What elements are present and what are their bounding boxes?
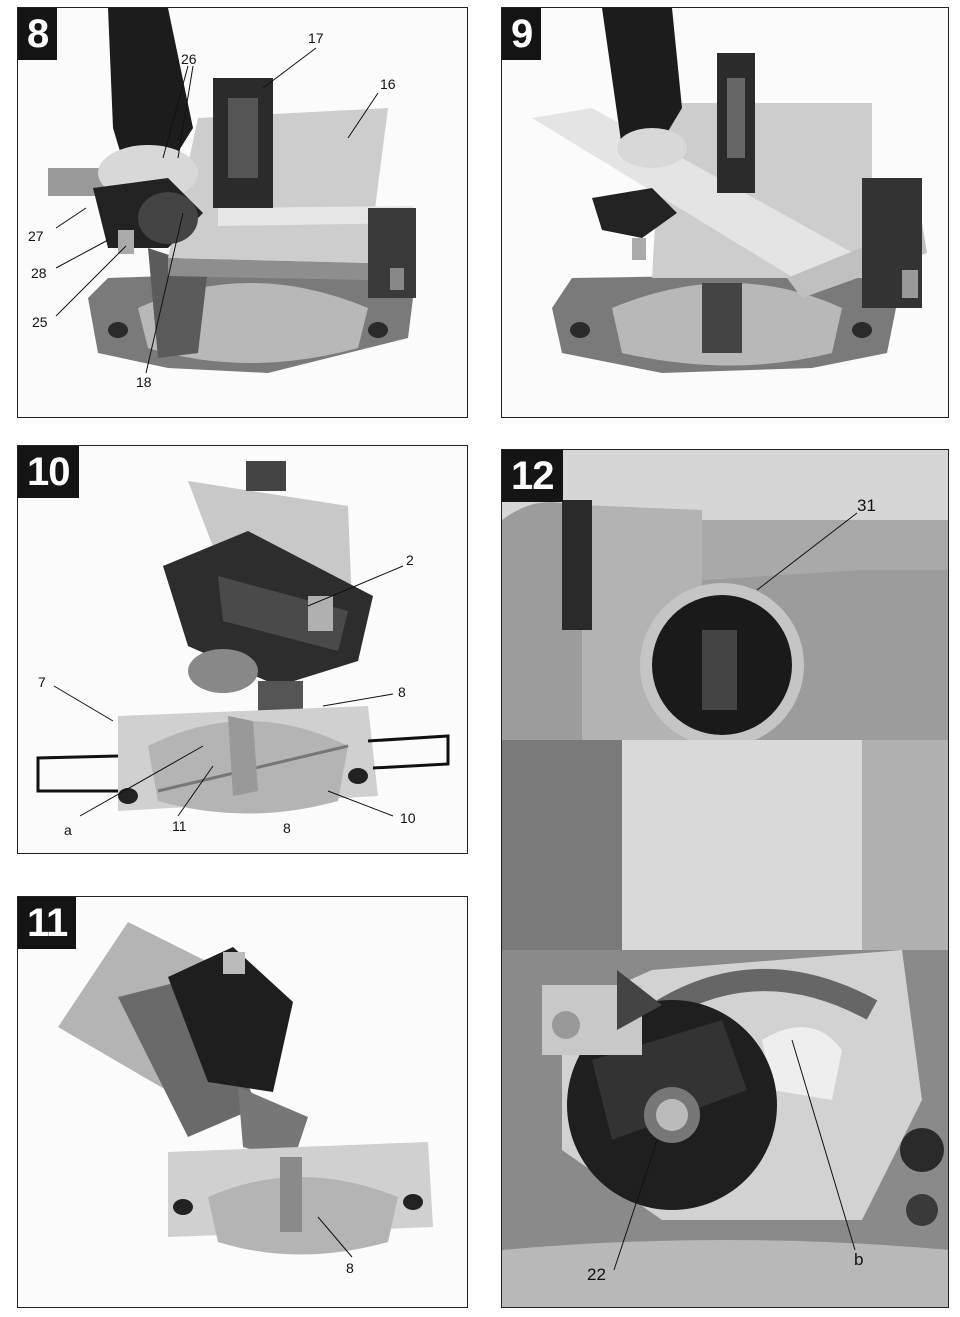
figure-11-panel: 11 8 [17, 896, 468, 1308]
figure-10-number: 10 [18, 446, 79, 498]
leader-line [613, 512, 858, 1271]
leader-line [55, 47, 379, 374]
label-11: 11 [172, 818, 187, 834]
label-17: 17 [308, 30, 324, 46]
figure-12-panel: 12 31 22 b [501, 449, 949, 1308]
miter-saw-photo-12 [502, 450, 948, 1307]
label-18: 18 [136, 374, 152, 390]
figure-9-panel: 9 [501, 7, 949, 418]
leader-line [317, 1216, 353, 1258]
leader-line [53, 565, 404, 817]
label-16: 16 [380, 76, 396, 92]
label-25: 25 [32, 314, 48, 330]
miter-saw-photo-8 [18, 8, 467, 417]
label-26: 26 [181, 51, 197, 67]
miter-saw-photo-11 [18, 897, 467, 1307]
label-8-top: 8 [398, 684, 406, 700]
label-28: 28 [31, 265, 47, 281]
label-27: 27 [28, 228, 44, 244]
miter-saw-photo-10 [18, 446, 467, 853]
miter-saw-photo-9 [502, 8, 948, 417]
figure-12-number: 12 [502, 450, 563, 502]
label-31: 31 [857, 496, 876, 515]
label-7: 7 [38, 674, 46, 690]
label-10: 10 [400, 810, 416, 826]
label-8: 8 [346, 1260, 354, 1276]
figure-8-number: 8 [18, 8, 58, 60]
label-22: 22 [587, 1265, 606, 1284]
figure-11-number: 11 [18, 897, 77, 949]
label-2: 2 [406, 552, 414, 568]
label-a: a [64, 822, 72, 838]
figure-9-number: 9 [502, 8, 542, 60]
label-b: b [854, 1250, 864, 1269]
label-8-bottom: 8 [283, 820, 291, 836]
figure-8-panel: 8 17 26 16 27 28 25 18 [17, 7, 468, 418]
figure-10-panel: 10 2 7 8 a 11 8 10 [17, 445, 468, 854]
